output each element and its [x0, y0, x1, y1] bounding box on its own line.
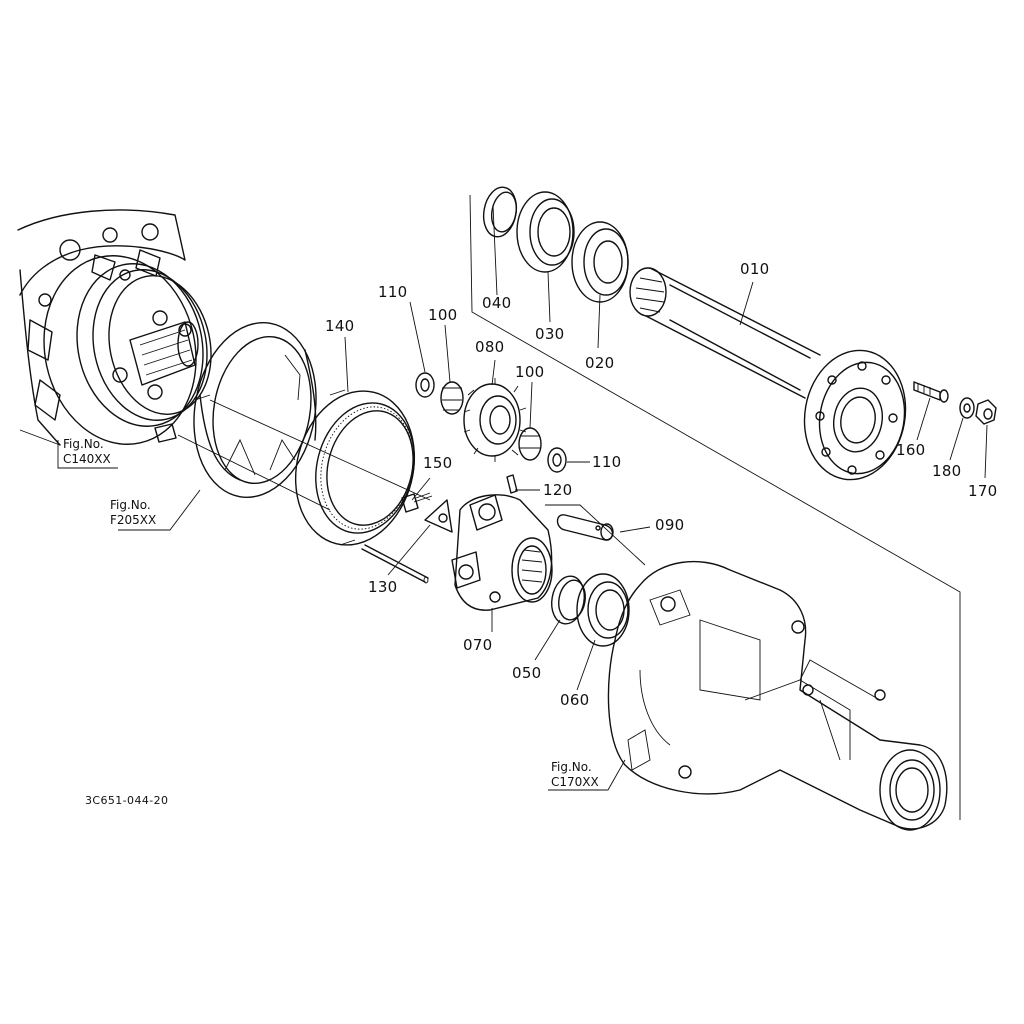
- fig-ref-f205xx-title: Fig.No.: [110, 498, 151, 512]
- fig-ref-f205xx: Fig.No. F205XX: [110, 498, 156, 528]
- part-label-050: 050: [512, 664, 542, 682]
- part-label-090: 090: [655, 516, 685, 534]
- fig-ref-c140xx-title: Fig.No.: [63, 437, 104, 451]
- part-label-070: 070: [463, 636, 493, 654]
- fig-ref-c140xx: Fig.No. C140XX: [63, 437, 111, 467]
- part-label-010: 010: [740, 260, 770, 278]
- part-label-030: 030: [535, 325, 565, 343]
- part-label-170: 170: [968, 482, 998, 500]
- fig-ref-c170xx-code: C170XX: [551, 775, 599, 789]
- part-label-110-left: 110: [378, 283, 408, 301]
- part-label-130: 130: [368, 578, 398, 596]
- top-bearings-drawing: [482, 186, 629, 303]
- axle-shaft-drawing: [629, 267, 907, 481]
- bearing-060-drawing: [551, 573, 630, 647]
- part-label-160: 160: [896, 441, 926, 459]
- leader-lines: [344, 194, 988, 820]
- carrier-drawing: [451, 494, 553, 611]
- part-label-020: 020: [585, 354, 615, 372]
- part-label-100-left: 100: [428, 306, 458, 324]
- document-id: 3C651-044-20: [85, 794, 169, 807]
- part-label-120: 120: [543, 481, 573, 499]
- part-label-040: 040: [482, 294, 512, 312]
- part-label-080: 080: [475, 338, 505, 356]
- part-label-180: 180: [932, 462, 962, 480]
- pin-shaft-drawing: [556, 514, 614, 541]
- fig-ref-c170xx-title: Fig.No.: [551, 760, 592, 774]
- axle-housing-drawing: [548, 560, 948, 831]
- part-label-150: 150: [423, 454, 453, 472]
- part-label-110-right: 110: [592, 453, 622, 471]
- ring-gear-drawing: [294, 389, 416, 546]
- fig-ref-c170xx: Fig.No. C170XX: [551, 760, 599, 790]
- part-label-100-right: 100: [515, 363, 545, 381]
- clutch-housing-drawing: [17, 209, 212, 469]
- part-label-140: 140: [325, 317, 355, 335]
- part-label-060: 060: [560, 691, 590, 709]
- fig-ref-c140xx-code: C140XX: [63, 452, 111, 466]
- fig-ref-f205xx-code: F205XX: [110, 513, 157, 527]
- stud-nut-drawing: [913, 381, 997, 425]
- bolt-plate-drawing: [361, 492, 453, 584]
- planet-gear-drawing: [415, 372, 567, 494]
